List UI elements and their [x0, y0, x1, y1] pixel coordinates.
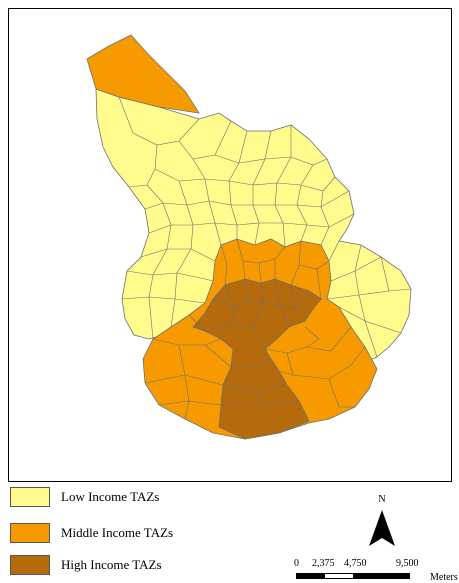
north-label: N	[378, 494, 386, 505]
scale-tick-0: 0	[294, 558, 299, 569]
legend-label-low: Low Income TAZs	[61, 489, 160, 504]
north-arrow: N	[365, 494, 399, 550]
scale-units: Meters	[430, 572, 458, 583]
scale-bar: 0 2,375 4,750 9,500 Meters	[290, 558, 459, 583]
legend-label-middle: Middle Income TAZs	[61, 525, 174, 540]
legend-swatch-low	[10, 487, 50, 507]
scale-tick-2: 4,750	[344, 558, 367, 569]
scale-segment-3	[354, 573, 410, 579]
taz-map	[86, 34, 412, 440]
north-arrow-icon	[369, 510, 395, 546]
legend-swatch-middle	[10, 523, 50, 543]
scale-segment-1	[296, 573, 324, 579]
legend-item-high: High Income TAZs	[10, 555, 210, 575]
high-income-zone-core	[192, 278, 322, 440]
scale-segment-2	[324, 573, 354, 579]
legend-label-high: High Income TAZs	[61, 557, 162, 572]
legend-item-low: Low Income TAZs	[10, 487, 210, 507]
scale-tick-1: 2,375	[312, 558, 335, 569]
map-frame	[8, 8, 452, 482]
legend-item-middle: Middle Income TAZs	[10, 523, 210, 543]
taz-boundaries	[118, 96, 412, 420]
middle-income-zone-northwest	[86, 34, 200, 114]
legend-swatch-high	[10, 555, 50, 575]
scale-tick-3: 9,500	[396, 558, 419, 569]
